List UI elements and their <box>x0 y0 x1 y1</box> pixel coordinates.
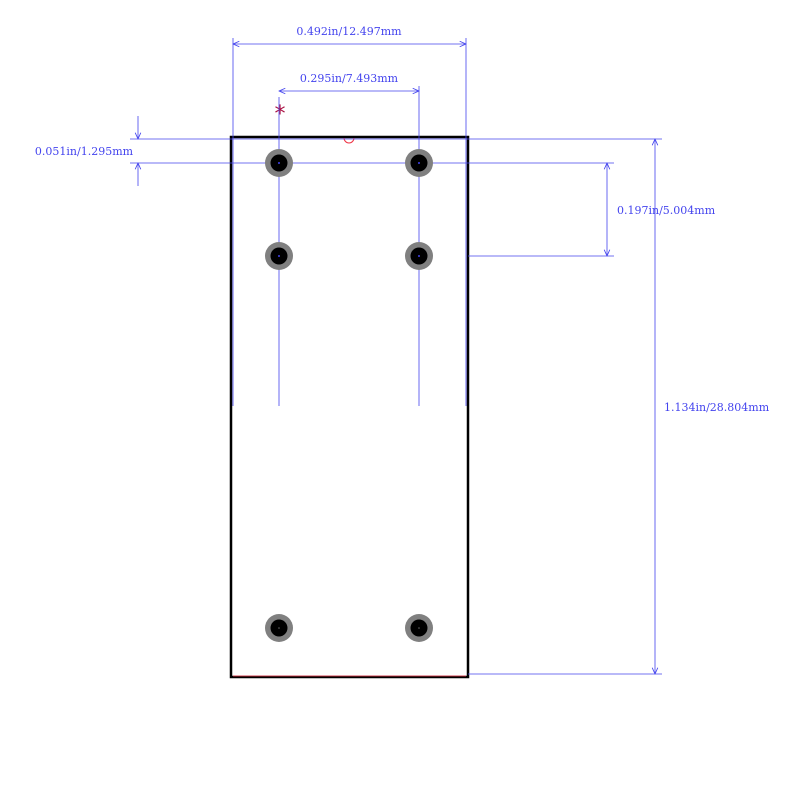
pad-top-left <box>265 149 293 177</box>
dim-top-offset-label: 0.051in/1.295mm <box>35 145 134 158</box>
pin1-notch <box>343 137 355 144</box>
dim-overall-height-label: 1.134in/28.804mm <box>664 401 770 414</box>
pad-second-left <box>265 242 293 270</box>
pad-bottom-left <box>265 614 293 642</box>
pad-bottom-right <box>405 614 433 642</box>
component-outline <box>229 135 470 679</box>
dim-pin-pitch-x-label: 0.295in/7.493mm <box>300 72 399 85</box>
dim-overall-width-label: 0.492in/12.497mm <box>296 25 402 38</box>
pin1-marker: * <box>275 102 286 127</box>
pad-top-right <box>405 149 433 177</box>
pad-second-right <box>405 242 433 270</box>
dim-pin-pitch-y-label: 0.197in/5.004mm <box>617 204 716 217</box>
